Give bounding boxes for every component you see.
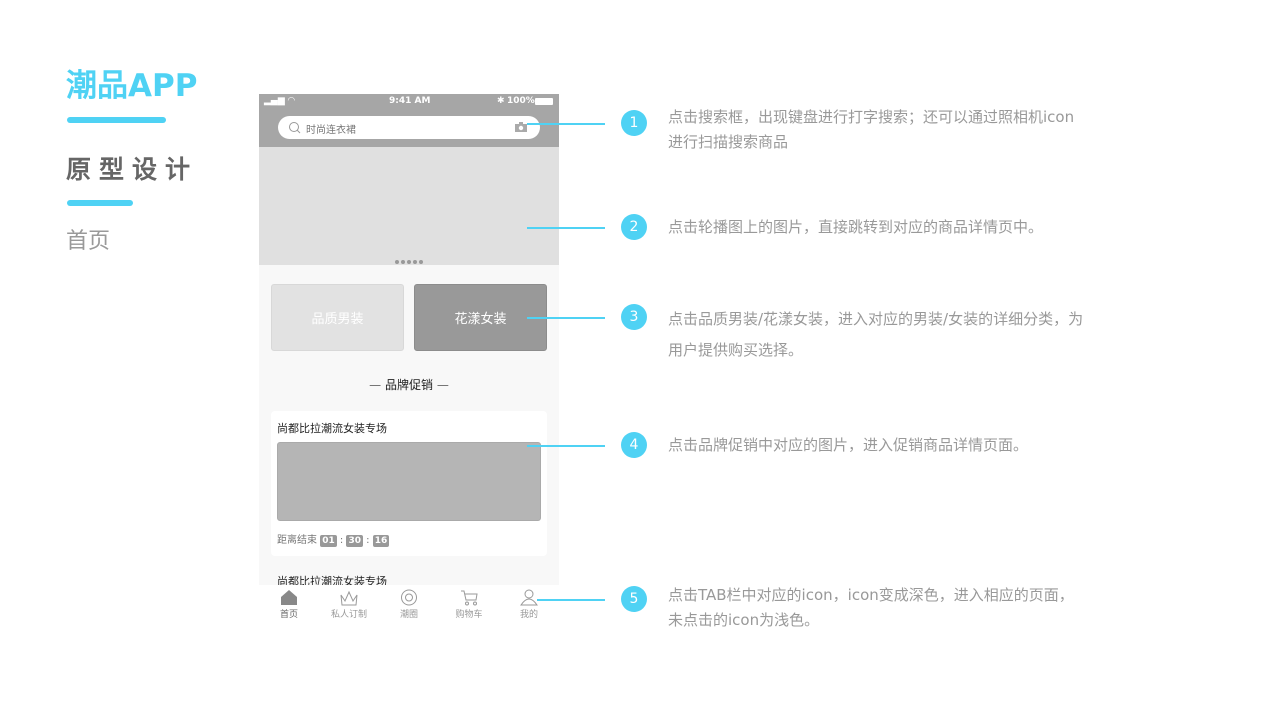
promo-card[interactable]: 尚都比拉潮流女装专场 距离结束 01 : 30 : 16 [271,411,547,556]
crown-icon [340,590,358,606]
page-name: 首页 [66,229,111,254]
callout-line-4 [527,445,605,447]
status-time: 9:41 AM [389,96,431,106]
search-placeholder: 时尚连衣裙 [306,125,356,136]
brand-promo-heading: — 品牌促销 — [369,378,449,392]
cart-icon [461,590,478,606]
accent-bar [67,200,133,206]
tab-bar: 首页 私人订制 潮圈 购物车 我的 [259,585,559,625]
phone-mockup: ▂▄▆ ◠ 9:41 AM ✱ 100% 时尚连衣裙 品质男装 花漾女装 — 品… [259,94,559,625]
user-icon [520,589,538,606]
bluetooth-icon: ✱ [497,96,505,106]
annotation-1: 点击搜索框，出现键盘进行打字搜索；还可以通过照相机icon进行扫描搜索商品 [668,108,1075,151]
search-icon [289,122,301,134]
home-icon [281,590,297,605]
banner-carousel[interactable] [259,147,559,265]
tab-label: 我的 [519,610,538,620]
circle-icon [401,589,417,606]
tab-label: 购物车 [455,610,483,620]
callout-line-5 [537,599,605,601]
tab-cart[interactable]: 购物车 [439,585,499,625]
tab-label: 潮圈 [399,610,418,620]
header: ▂▄▆ ◠ 9:41 AM ✱ 100% 时尚连衣裙 [259,94,559,147]
signal-icon: ▂▄▆ ◠ [264,96,295,106]
callout-number-4: 4 [621,432,647,458]
countdown-hours: 01 [320,535,337,547]
next-promo-title: 尚都比拉潮流女装专场 [277,575,387,588]
callout-number-2: 2 [621,214,647,240]
annotation-4: 点击品牌促销中对应的图片，进入促销商品详情页面。 [668,436,1029,454]
brand-promo-title: 品牌促销 [384,378,433,392]
camera-icon[interactable] [515,122,527,132]
callout-line-3 [527,317,605,319]
countdown-minutes: 30 [346,535,363,547]
callout-line-1 [527,123,605,125]
search-input[interactable]: 时尚连衣裙 [278,116,540,139]
tab-label: 首页 [279,610,298,620]
countdown: 距离结束 01 : 30 : 16 [277,535,390,547]
accent-bar [67,117,166,123]
callout-line-2 [527,227,605,229]
callout-number-1: 1 [621,110,647,136]
countdown-label: 距离结束 [277,535,317,546]
battery-icon [535,98,553,105]
carousel-dots[interactable] [394,249,424,268]
annotation-5: 点击TAB栏中对应的icon，icon变成深色，进入相应的页面，未点击的icon… [668,586,1074,629]
tab-home[interactable]: 首页 [259,585,319,625]
tab-custom[interactable]: 私人订制 [319,585,379,625]
tab-me[interactable]: 我的 [499,585,559,625]
tab-label: 私人订制 [330,610,367,620]
section-title: 原型设计 [66,155,199,184]
annotation-3: 点击品质男装/花漾女装，进入对应的男装/女装的详细分类，为用户提供购买选择。 [668,310,1084,359]
promo-title: 尚都比拉潮流女装专场 [277,422,387,435]
callout-number-5: 5 [621,586,647,612]
tab-circle[interactable]: 潮圈 [379,585,439,625]
promo-image[interactable] [277,442,541,521]
countdown-seconds: 16 [372,535,390,547]
callout-number-3: 3 [621,304,647,330]
category-men[interactable]: 品质男装 [271,284,404,351]
annotation-2: 点击轮播图上的图片，直接跳转到对应的商品详情页中。 [668,218,1044,236]
battery-text: 100% [507,96,535,106]
app-title: 潮品APP [66,68,198,104]
